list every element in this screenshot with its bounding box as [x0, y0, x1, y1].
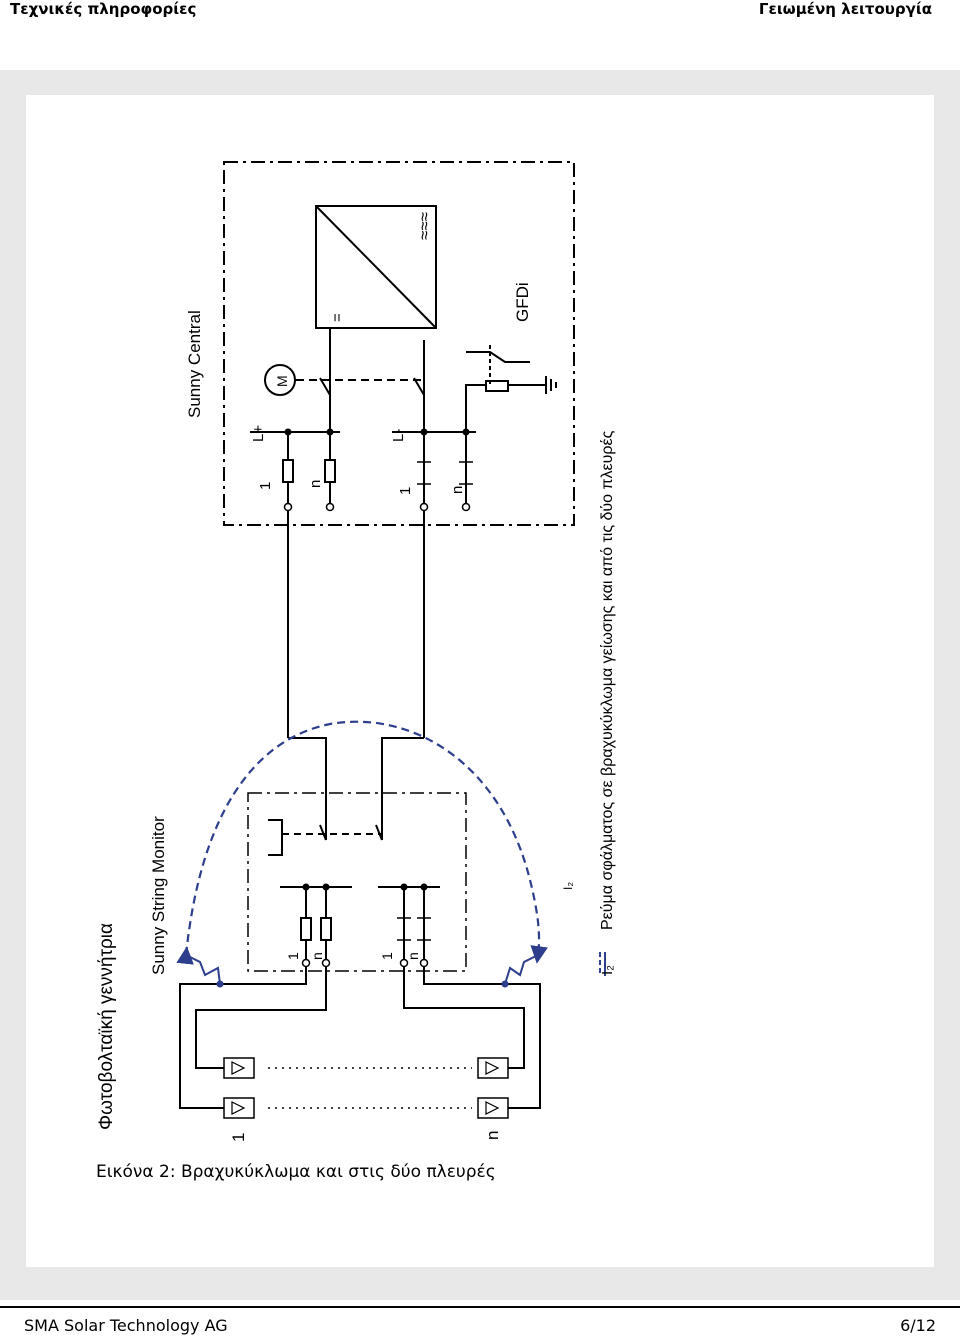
dc-symbol: = [329, 313, 346, 322]
header-chapter-title: Γειωμένη λειτουργία [758, 0, 932, 18]
sunny-central-boundary [223, 161, 575, 526]
string-monitor-circuit [268, 819, 440, 962]
central-fuses [282, 459, 336, 483]
monitor-n-plus: n [309, 952, 325, 960]
header-section-title: Τεχνικές πληροφορίες [10, 0, 197, 18]
monitor-n-minus: n [405, 952, 421, 960]
monitor-fuses [300, 917, 332, 941]
sunny-central-label: Sunny Central [185, 310, 204, 418]
gfdi-circuit [465, 345, 557, 395]
monitor-one-minus: 1 [379, 952, 395, 960]
i2-fault-label: I₂ [561, 882, 575, 890]
page-footer: SMA Solar Technology AG 6/12 [0, 1306, 960, 1341]
central-one-plus: 1 [257, 482, 274, 490]
monitor-ticks [397, 917, 431, 941]
lminus-label: L- [390, 429, 407, 442]
ground-fault-markers [185, 954, 539, 985]
inverter-diagonal [315, 205, 437, 329]
main-conductors [287, 340, 467, 840]
string-monitor-label: Sunny String Monitor [149, 816, 168, 975]
central-terminals [283, 502, 471, 512]
fault-current-arc [176, 720, 548, 965]
central-one-minus: 1 [397, 487, 414, 495]
diagram-labels: Φωτοβολταϊκή γεννήτρια Sunny String Moni… [96, 212, 616, 1142]
motor-label: M [274, 375, 290, 387]
main-switch [319, 328, 425, 396]
gfdi-label: GFDi [513, 282, 532, 322]
pv-generator-label: Φωτοβολταϊκή γεννήτρια [96, 923, 117, 1130]
pv-module-dotted-chain [268, 1067, 472, 1109]
inverter-box [315, 205, 437, 329]
footer-page-number: 6/12 [900, 1316, 936, 1335]
motor-circle [264, 364, 296, 396]
figure-panel [0, 70, 960, 1300]
junction-dots [284, 428, 470, 891]
footer-company: SMA Solar Technology AG [24, 1316, 228, 1335]
monitor-one-plus: 1 [285, 952, 301, 960]
legend-i2: I₂ [599, 965, 616, 975]
pv-string-wiring [179, 966, 541, 1109]
central-disconnect-ticks [417, 461, 473, 485]
figure-caption: Εικόνα 2: Βραχυκύκλωμα και στις δύο πλευ… [96, 1162, 496, 1182]
pv-one-label: 1 [229, 1133, 248, 1142]
fault-points [216, 980, 509, 988]
legend-description: Ρεύμα σφάλματος σε βραχυκύκλωμα γείωσης … [599, 430, 616, 930]
pv-n-label: n [483, 1131, 502, 1140]
pv-module-diodes [231, 1061, 500, 1115]
central-n-minus: n [449, 486, 466, 494]
string-monitor-boundary [247, 792, 467, 972]
lplus-label: L+ [250, 425, 267, 442]
pv-modules [223, 1057, 509, 1119]
ac-symbol: ≈≈≈ [415, 212, 434, 240]
central-n-plus: n [307, 480, 324, 488]
page-header: Τεχνικές πληροφορίες Γειωμένη λειτουργία [0, 0, 960, 26]
